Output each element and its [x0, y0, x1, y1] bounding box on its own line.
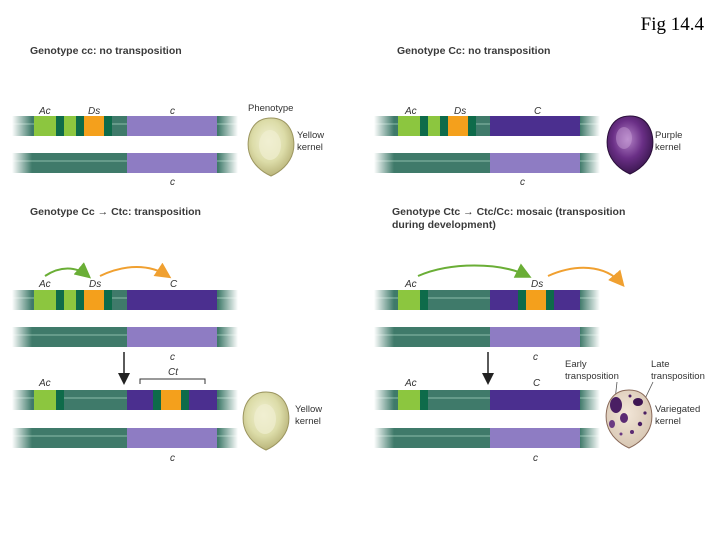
gene-label-ds: Ds — [454, 106, 466, 117]
kernel-yellow — [247, 117, 295, 177]
panel-title-line1: Genotype Ctc → Ctc/Cc: mosaic (transposi… — [392, 206, 625, 218]
late-label-line2: transposition — [651, 371, 705, 382]
gene-label-ds: Ds — [88, 106, 100, 117]
chromosome-before-upper — [374, 290, 600, 310]
gene-label-ac: Ac — [38, 106, 51, 117]
gene-label-ac: Ac — [404, 279, 417, 290]
gene-label-ac: Ac — [404, 106, 417, 117]
transposition-arrow — [547, 266, 625, 288]
transposition-arrow — [99, 262, 172, 279]
chromosome-upper — [12, 116, 238, 136]
chromosome-before-upper — [12, 290, 238, 310]
panel-title: Genotype Cc → Ctc: transposition — [30, 206, 201, 218]
kernel-label-line1: Yellow — [295, 404, 322, 415]
chromosome-after-upper — [12, 390, 238, 410]
chromosome-before-lower — [12, 327, 238, 347]
kernel-label-line1: Variegated — [655, 404, 700, 415]
chromosome-before-lower — [374, 327, 600, 347]
gene-label-c-dominant-after: C — [533, 378, 541, 389]
gene-label-c-dominant: C — [170, 279, 178, 290]
kernel-label-line1: Yellow — [297, 130, 324, 141]
activation-arrow — [44, 262, 92, 279]
gene-label-ct: Ct — [168, 367, 179, 378]
gene-label-ac-after: Ac — [404, 378, 417, 389]
panel-title: Genotype cc: no transposition — [30, 45, 182, 57]
panel-title-line2: during development) — [392, 219, 496, 231]
chromosome-lower — [374, 153, 600, 173]
early-label-line2: transposition — [565, 371, 619, 382]
figure-label: Fig 14.4 — [640, 14, 704, 35]
chromosome-lower — [12, 153, 238, 173]
chromosome-after-lower — [12, 428, 238, 448]
panel-title: Genotype Cc: no transposition — [397, 45, 550, 57]
kernel-label-line2: kernel — [297, 142, 323, 153]
gene-label-c-after-lower: c — [533, 453, 538, 464]
kernel-purple — [606, 115, 654, 175]
gene-label-ds: Ds — [531, 279, 543, 290]
gene-label-c-lower: c — [170, 177, 175, 188]
gene-label-ac: Ac — [38, 279, 51, 290]
panel-top-right: Genotype Cc: no transposition Ac Ds C c — [374, 45, 682, 188]
activation-arrow — [417, 263, 532, 278]
ct-bracket — [139, 378, 206, 384]
kernel-label-line2: kernel — [295, 416, 321, 427]
kernel-label-line1: Purple — [655, 130, 682, 141]
chromosome-upper — [374, 116, 600, 136]
early-label-line1: Early — [565, 359, 587, 370]
late-label-line1: Late — [651, 359, 670, 370]
chromosome-after-lower — [374, 428, 600, 448]
gene-label-c-after-lower: c — [170, 453, 175, 464]
kernel-yellow — [242, 391, 290, 451]
gene-label-c-lower: c — [170, 352, 175, 363]
gene-label-ds: Ds — [89, 279, 101, 290]
gene-label-c-dominant: C — [534, 106, 542, 117]
chromosome-after-upper — [374, 390, 600, 410]
gene-label-ac-after: Ac — [38, 378, 51, 389]
gene-label-c-lower: c — [520, 177, 525, 188]
panel-bottom-left: Genotype Cc → Ctc: transposition Ac Ds C — [12, 206, 322, 464]
gene-label-c: c — [170, 106, 175, 117]
phenotype-label: Phenotype — [248, 103, 293, 114]
panel-bottom-right: Genotype Ctc → Ctc/Cc: mosaic (transposi… — [374, 206, 705, 464]
kernel-variegated — [605, 389, 653, 449]
gene-label-c-lower: c — [533, 352, 538, 363]
kernel-label-line2: kernel — [655, 142, 681, 153]
panel-top-left: Genotype cc: no transposition Phenotype … — [12, 45, 324, 188]
kernel-label-line2: kernel — [655, 416, 681, 427]
